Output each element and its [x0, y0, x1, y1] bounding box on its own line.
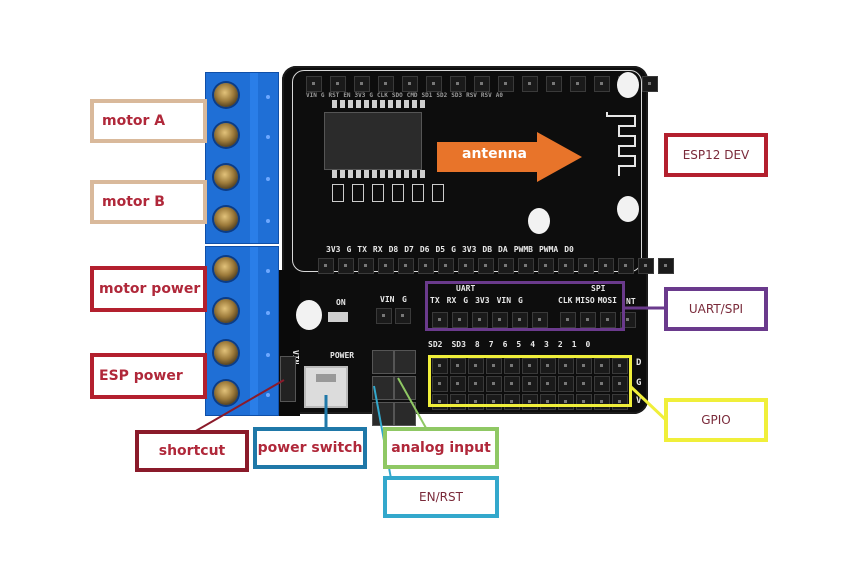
screw-terminal [214, 257, 238, 281]
antenna-arrow [437, 132, 582, 182]
motor-driver-chip [324, 100, 444, 202]
mounting-hole [617, 196, 639, 222]
top-pin-header [306, 76, 658, 92]
vin-silkscreen: VIN [380, 295, 395, 304]
esp-power-label: ESP power [90, 353, 207, 399]
motor-terminal-block [205, 72, 279, 244]
shortcut-label: shortcut [135, 430, 249, 472]
en-rst-label: EN/RST [383, 476, 499, 518]
screw-terminal [214, 123, 238, 147]
screw-terminal [214, 165, 238, 189]
shortcut-jumper [280, 356, 296, 402]
power-switch-label: power switch [253, 427, 367, 469]
g-silkscreen: G [402, 295, 407, 304]
power-silkscreen: POWER [330, 351, 355, 360]
gpio-row-d: D [636, 358, 642, 368]
uart-spi-highlight [425, 281, 625, 331]
spi-title: SPI [591, 284, 606, 293]
middle-pin-header [318, 258, 674, 274]
on-silkscreen: ON [336, 298, 346, 307]
gpio-row-g: G [636, 378, 642, 388]
int-silkscreen: NT [626, 297, 636, 306]
vin-g-header [376, 308, 411, 324]
mounting-hole [296, 300, 322, 330]
motor-a-label: motor A [90, 99, 207, 143]
motor-power-label: motor power [90, 266, 207, 312]
motor-b-label: motor B [90, 180, 207, 224]
esp12-dev-label: ESP12 DEV [664, 133, 768, 177]
screw-terminal [214, 381, 238, 405]
analog-input-label: analog input [383, 427, 499, 469]
analog-en-rst-header [372, 350, 416, 426]
gpio-row-v: V [636, 396, 642, 406]
power-led [328, 312, 348, 322]
pcb-antenna-trace [606, 112, 636, 176]
gpio-label: GPIO [664, 398, 768, 442]
uart-spi-label: UART/SPI [664, 287, 768, 331]
screw-terminal [214, 207, 238, 231]
mounting-hole [617, 72, 639, 98]
screw-terminal [214, 83, 238, 107]
power-terminal-block [205, 246, 279, 416]
screw-terminal [214, 299, 238, 323]
mounting-hole [528, 208, 550, 234]
antenna-label: antenna [462, 146, 527, 162]
screw-terminal [214, 341, 238, 365]
power-switch [304, 366, 348, 408]
gpio-highlight [428, 355, 632, 407]
uart-title: UART [456, 284, 476, 293]
